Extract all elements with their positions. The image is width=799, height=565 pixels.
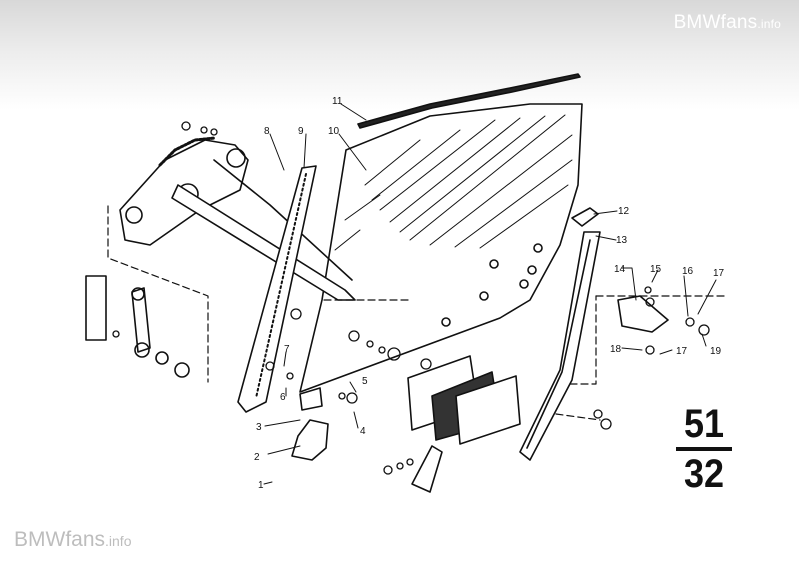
callout-13: 13 <box>616 235 628 246</box>
bracket-14 <box>617 295 669 333</box>
callout-15: 15 <box>650 264 662 275</box>
callout-1: 1 <box>258 480 264 491</box>
header-gradient <box>0 0 799 110</box>
callout-17-bottom: 17 <box>676 346 688 357</box>
watermark-bottom: BMWfans.info <box>14 528 131 552</box>
callout-8: 8 <box>264 126 270 137</box>
bracket-12 <box>571 207 599 227</box>
glass-hatching <box>334 114 573 251</box>
callout-18: 18 <box>610 344 622 355</box>
callout-10: 10 <box>328 126 340 137</box>
callout-17-top: 17 <box>713 268 725 279</box>
group-number-divider <box>676 447 732 451</box>
guide-rail-9 <box>237 165 317 413</box>
regulator-arm <box>171 184 356 301</box>
callout-14: 14 <box>614 264 626 275</box>
callout-19: 19 <box>710 346 722 357</box>
callout-3: 3 <box>256 422 262 433</box>
callout-5: 5 <box>362 376 368 387</box>
door-glass <box>299 103 583 393</box>
callout-6: 6 <box>280 392 286 403</box>
mounting-plate-2 <box>291 419 329 461</box>
callout-16: 16 <box>682 266 694 277</box>
callout-2: 2 <box>254 452 260 463</box>
watermark-bottom-suffix: .info <box>105 533 132 549</box>
dashed-leaders <box>107 205 725 421</box>
window-channel-strip <box>357 73 581 129</box>
group-number-badge: 51 32 <box>672 404 736 494</box>
callout-labels: 1 2 3 4 5 6 7 8 9 10 11 12 13 14 15 16 1… <box>254 96 725 491</box>
fasteners <box>112 121 710 475</box>
watermark-suffix: .info <box>757 17 781 31</box>
group-number-sub: 32 <box>683 452 725 496</box>
callout-12: 12 <box>618 206 630 217</box>
callout-9: 9 <box>298 126 304 137</box>
callout-7: 7 <box>284 344 290 355</box>
bottom-bracket <box>411 445 443 493</box>
watermark-top: BMWfans.info <box>674 12 781 34</box>
watermark-bottom-brand: BMWfans <box>14 528 106 551</box>
regulator-gear-teeth <box>158 136 217 167</box>
watermark-brand: BMWfans <box>673 12 758 33</box>
window-crank <box>85 275 107 341</box>
callout-lines <box>263 103 717 485</box>
glass-holes <box>441 243 543 327</box>
callout-4: 4 <box>360 426 366 437</box>
group-number-main: 51 <box>683 402 725 446</box>
callout-11: 11 <box>332 96 343 107</box>
